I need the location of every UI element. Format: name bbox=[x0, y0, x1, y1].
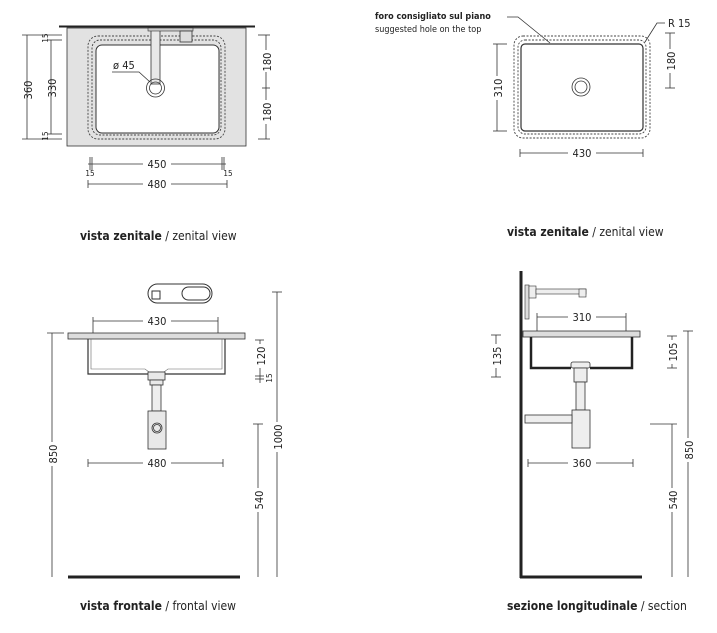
zenital-view-panel: ø 45 360 330 15 15 180 180 450 15 15 bbox=[22, 25, 274, 243]
countertop bbox=[67, 332, 246, 340]
faucet-outlet bbox=[578, 288, 587, 298]
dim-15-top: 15 bbox=[41, 33, 50, 42]
label-bg bbox=[45, 442, 59, 466]
faucet-plate bbox=[524, 284, 530, 320]
drain-pipe bbox=[151, 384, 162, 412]
dim-850: 850 bbox=[47, 445, 60, 464]
dim-180-lower: 180 bbox=[261, 103, 274, 122]
label-bg bbox=[143, 177, 171, 190]
drain-pipe bbox=[575, 381, 586, 411]
faucet-plate bbox=[147, 27, 194, 32]
siphon-outlet bbox=[151, 422, 163, 434]
countertop bbox=[522, 330, 641, 338]
dim-135: 135 bbox=[491, 347, 504, 366]
dim-330: 330 bbox=[46, 79, 59, 98]
label-bg bbox=[260, 50, 272, 72]
drain-inner bbox=[574, 80, 588, 94]
drain-inner bbox=[149, 81, 162, 95]
drain-fitting bbox=[147, 371, 166, 381]
dim-15: 15 bbox=[265, 373, 274, 382]
label-bg bbox=[143, 157, 171, 170]
faucet-lever bbox=[181, 286, 211, 301]
note-leader bbox=[507, 16, 551, 44]
dim-310: 310 bbox=[492, 79, 505, 98]
diameter-leader bbox=[112, 71, 151, 83]
label-bg bbox=[663, 49, 677, 73]
suggested-hole-panel: foro consigliato sul piano suggested hol… bbox=[375, 12, 691, 239]
dim-180: 180 bbox=[665, 52, 678, 71]
note-italian: foro consigliato sul piano bbox=[375, 12, 491, 22]
note-english: suggested hole on the top bbox=[375, 25, 481, 35]
label-bg bbox=[251, 488, 265, 512]
label-bg bbox=[143, 314, 171, 327]
dim-430: 430 bbox=[573, 147, 592, 160]
label-bg bbox=[665, 340, 679, 364]
frontal-view-panel: 430 120 15 480 850 1000 540 vista fronta… bbox=[45, 283, 285, 613]
dim-360: 360 bbox=[22, 81, 35, 100]
dim-15-right: 15 bbox=[223, 169, 232, 178]
label-bg bbox=[568, 456, 596, 469]
dim-15-left: 15 bbox=[85, 169, 94, 178]
label-bg bbox=[260, 100, 272, 124]
drain-fitting bbox=[573, 367, 588, 383]
label-bg bbox=[681, 438, 695, 462]
faucet-knob bbox=[151, 290, 161, 300]
drain-outer bbox=[146, 78, 165, 98]
label-bg bbox=[253, 344, 267, 368]
dim-120: 120 bbox=[255, 347, 268, 366]
dim-540: 540 bbox=[667, 491, 680, 510]
label-bg bbox=[665, 488, 679, 512]
basin-outline bbox=[87, 339, 226, 375]
radius-label: R 15 bbox=[668, 17, 691, 30]
dim-850: 850 bbox=[683, 441, 696, 460]
faucet-handle bbox=[179, 30, 193, 43]
dim-310: 310 bbox=[573, 311, 592, 324]
caption-section: sezione longitudinale / section bbox=[507, 599, 687, 613]
basin-inner-line bbox=[90, 339, 223, 373]
basin-inner bbox=[520, 43, 644, 132]
dim-180-upper: 180 bbox=[261, 53, 274, 72]
faucet-spout bbox=[535, 288, 587, 295]
label-bg bbox=[489, 344, 503, 368]
faucet-body bbox=[528, 285, 537, 299]
label-bg bbox=[490, 76, 504, 100]
label-bg bbox=[568, 310, 596, 323]
dim-540: 540 bbox=[253, 491, 266, 510]
drain-outer bbox=[571, 77, 591, 97]
dim-450: 450 bbox=[148, 158, 167, 171]
dim-430: 430 bbox=[148, 315, 167, 328]
dim-1000: 1000 bbox=[272, 424, 285, 449]
faucet-spout bbox=[150, 28, 161, 85]
section-panel: 310 135 105 850 540 360 sezione longitud… bbox=[489, 271, 696, 613]
radius-leader bbox=[644, 22, 665, 43]
label-bg bbox=[270, 422, 284, 452]
dim-480: 480 bbox=[148, 457, 167, 470]
drain-nut bbox=[149, 379, 164, 386]
drain-cap bbox=[570, 361, 591, 369]
basin-section bbox=[529, 337, 634, 370]
caption-zenital-view-hole: vista zenitale / zenital view bbox=[507, 225, 664, 239]
caption-frontal-view: vista frontale / frontal view bbox=[80, 599, 236, 613]
dim-360: 360 bbox=[573, 457, 592, 470]
dim-105: 105 bbox=[667, 343, 680, 362]
siphon-trap bbox=[571, 409, 591, 449]
caption-zenital-view: vista zenitale / zenital view bbox=[80, 229, 237, 243]
siphon-trap bbox=[147, 410, 167, 450]
dim-480: 480 bbox=[148, 178, 167, 191]
hole-outline-outer bbox=[513, 35, 651, 139]
dim-15-bottom: 15 bbox=[41, 131, 50, 140]
siphon-outlet-inner bbox=[153, 424, 161, 432]
label-bg bbox=[568, 146, 596, 159]
diameter-label: ø 45 bbox=[113, 59, 135, 72]
waste-pipe bbox=[524, 414, 573, 424]
hole-outline-mid bbox=[517, 39, 647, 135]
label-bg bbox=[143, 456, 171, 469]
